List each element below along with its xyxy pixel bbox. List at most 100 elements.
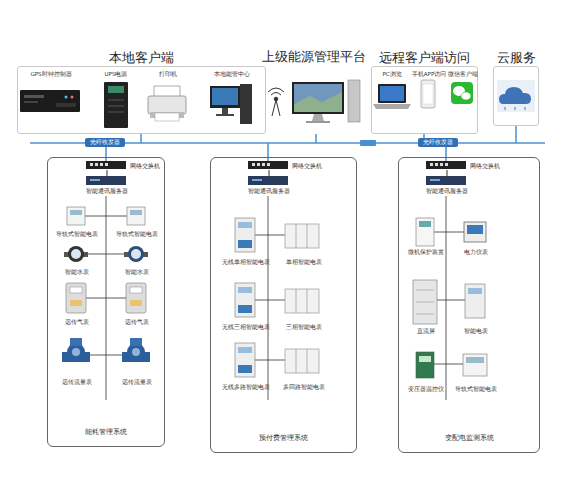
device-label: 无线多路智能电表 xyxy=(213,384,279,391)
device-label: 无线三相智能电表 xyxy=(213,324,279,331)
switch-node: 网络交换机 xyxy=(427,162,467,170)
din-meter-icon xyxy=(67,207,145,225)
device-label: UPS电源 xyxy=(90,71,142,78)
system-panel: 变配电监测系统网络交换机智能通讯服务器微机保护装置电力仪表直流屏智能电表变压器温… xyxy=(398,157,540,453)
device-node: 本地能管中心 xyxy=(201,71,263,131)
device-node: 智能水表 xyxy=(52,244,102,276)
connector-line xyxy=(107,170,108,177)
system-title: 预付费管理系统 xyxy=(211,434,356,443)
device-label: 智能水表 xyxy=(46,269,108,276)
pc-icon xyxy=(210,84,252,124)
group-heading: 云服务 xyxy=(497,50,536,65)
device-label: 网络交换机 xyxy=(292,161,322,170)
power-meter-icon xyxy=(464,222,486,242)
group-box: 本地客户端GPS时钟控制器UPS电源打印机本地能管中心 xyxy=(17,66,266,134)
device-label: 远传流量表 xyxy=(46,379,108,386)
device-label: 智能电表 xyxy=(445,328,507,335)
device-label: 本地能管中心 xyxy=(195,71,269,78)
connector-line xyxy=(269,170,270,177)
group-heading: 远程客户端访问 xyxy=(379,50,470,65)
connector-line xyxy=(447,170,448,177)
ups-icon xyxy=(104,82,128,128)
device-bus-wire xyxy=(84,196,465,400)
system-panel: 能耗管理系统网络交换机智能通讯服务器导轨式智能电表导轨式智能电表智能水表智能水表… xyxy=(47,157,165,447)
monitor-icon xyxy=(292,80,360,123)
device-label: 导轨式智能电表 xyxy=(106,231,168,238)
connector-line xyxy=(269,170,270,177)
server-node: 智能通讯服务器 xyxy=(249,177,289,186)
device-node: 远传流量表 xyxy=(52,338,102,386)
server-node: 智能通讯服务器 xyxy=(87,177,127,186)
device-node: 多回路智能电表 xyxy=(277,341,331,391)
din-module-icon xyxy=(285,224,319,373)
switch-node: 网络交换机 xyxy=(87,162,127,170)
network-port xyxy=(360,140,376,146)
device-node: UPS电源 xyxy=(96,71,136,131)
group-box: 远程客户端访问PC浏览手机APP访问微信客户端 xyxy=(371,66,478,134)
transceiver-box: 光纤收发器 xyxy=(418,138,458,147)
system-title: 能耗管理系统 xyxy=(48,428,164,437)
device-node: 无线多路智能电表 xyxy=(219,341,273,391)
protection-relay-icon xyxy=(416,218,434,246)
wechat-icon xyxy=(451,82,473,104)
temp-controller-icon xyxy=(416,352,434,378)
device-node: PC浏览 xyxy=(374,71,410,115)
network-bus xyxy=(30,126,545,161)
device-label: GPS时钟控制器 xyxy=(15,71,87,78)
printer-icon xyxy=(148,86,186,121)
dc-cabinet-icon xyxy=(413,280,437,324)
device-node: 微信客户端 xyxy=(448,71,478,115)
switch-icon xyxy=(86,161,466,169)
device-label: 手机APP访问 xyxy=(405,71,453,78)
device-node: 无线三相智能电表 xyxy=(219,281,273,331)
device-label: 多回路智能电表 xyxy=(271,384,337,391)
connector-line xyxy=(107,170,108,177)
device-node: 无线单相智能电表 xyxy=(219,216,273,266)
device-label: 智能通讯服务器 xyxy=(67,187,147,195)
device-node: 导轨式智能电表 xyxy=(451,351,501,393)
prepaid-meter-icon xyxy=(235,218,255,377)
gas-meter-icon xyxy=(66,283,146,313)
device-label: 微信客户端 xyxy=(442,71,484,78)
device-node: 远传气表 xyxy=(112,282,162,326)
device-label: 变压器温控仪 xyxy=(395,386,457,393)
connector-line xyxy=(447,170,448,177)
device-node: 远传气表 xyxy=(52,282,102,326)
water-meter-icon xyxy=(64,246,148,262)
transceiver-box: 光纤收发器 xyxy=(85,138,125,147)
device-node: 变压器温控仪 xyxy=(401,351,451,393)
device-node: 微机保护装置 xyxy=(401,216,451,256)
cloud-icon xyxy=(497,80,535,112)
device-label: 远传气表 xyxy=(46,319,108,326)
device-label: 远传气表 xyxy=(106,319,168,326)
device-node: 智能电表 xyxy=(451,279,501,335)
device-label: 微机保护装置 xyxy=(395,249,457,256)
group-heading: 本地客户端 xyxy=(109,50,174,65)
switch-node: 网络交换机 xyxy=(249,162,289,170)
device-node: 电力仪表 xyxy=(451,216,501,256)
system-panel: 预付费管理系统网络交换机智能通讯服务器无线单相智能电表单相智能电表无线三相智能电… xyxy=(210,157,357,453)
gps-rack-icon xyxy=(20,90,80,112)
flow-meter-icon xyxy=(62,338,150,362)
platform-area: 上级能源管理平台 xyxy=(262,66,366,134)
antenna-icon xyxy=(268,88,284,116)
device-label: 远传流量表 xyxy=(106,379,168,386)
device-label: 智能通讯服务器 xyxy=(229,187,309,195)
device-label: 打印机 xyxy=(135,71,201,78)
server-icon xyxy=(86,176,466,185)
device-label: PC浏览 xyxy=(368,71,416,78)
phone-icon xyxy=(421,80,435,108)
box-label: 光纤收发器 xyxy=(85,138,125,147)
device-label: 网络交换机 xyxy=(470,161,500,170)
device-label: 无线单相智能电表 xyxy=(213,259,279,266)
device-label: 智能水表 xyxy=(106,269,168,276)
device-node: 导轨式智能电表 xyxy=(112,206,162,238)
group-box: 云服务 xyxy=(493,66,539,126)
device-node: 三相智能电表 xyxy=(277,281,331,331)
device-label: 网络交换机 xyxy=(130,161,160,170)
device-node: GPS时钟控制器 xyxy=(21,71,81,119)
device-node: 智能水表 xyxy=(112,244,162,276)
device-label: 智能通讯服务器 xyxy=(407,187,487,195)
